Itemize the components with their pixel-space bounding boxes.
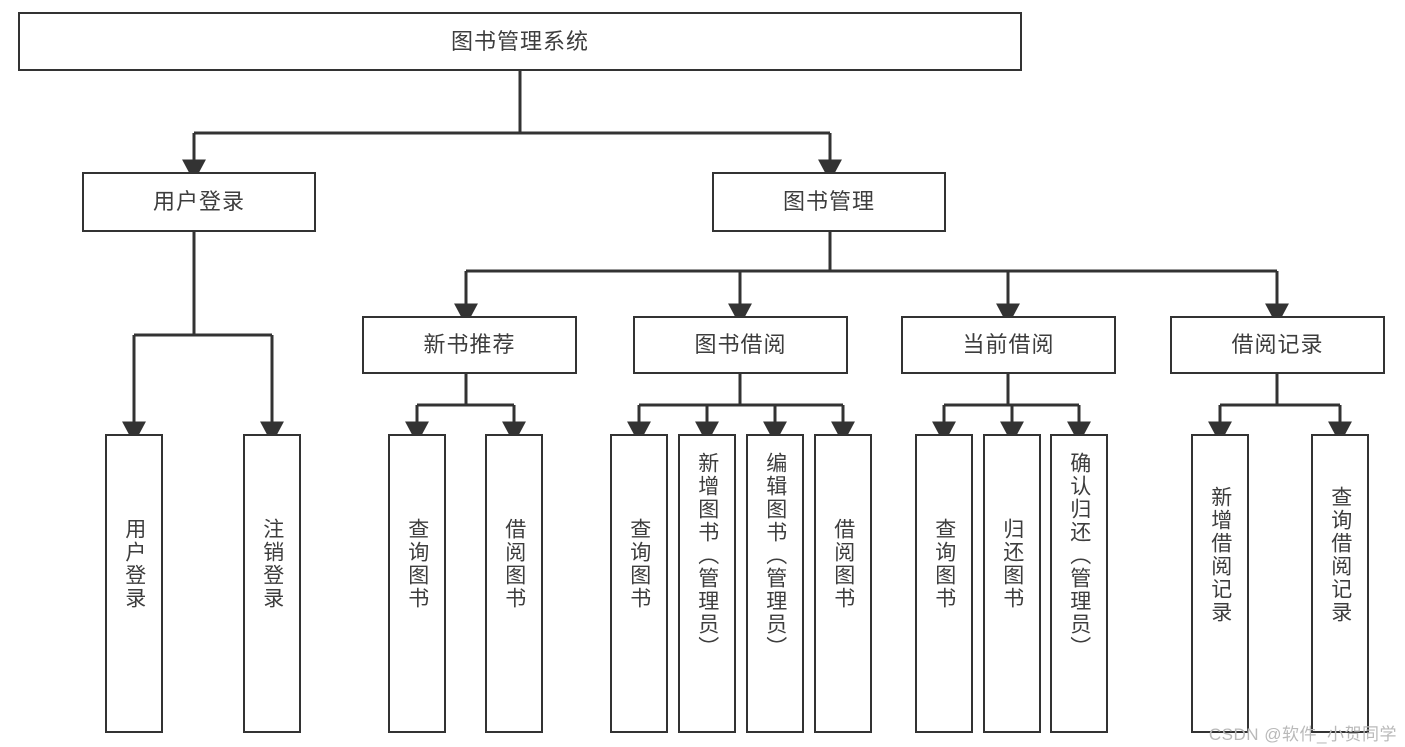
leaf-logout[interactable]: 注销登录 [243, 434, 301, 733]
leaf-query-books-current[interactable]: 查询图书 [915, 434, 973, 733]
node-borrow-records[interactable]: 借阅记录 [1170, 316, 1385, 374]
node-label: 图书管理 [782, 189, 875, 215]
leaf-borrow-books-recommend[interactable]: 借阅图书 [485, 434, 543, 733]
leaf-return-books[interactable]: 归还图书 [983, 434, 1041, 733]
leaf-add-book-admin[interactable]: 新增图书（管理员） [678, 434, 736, 733]
node-label: 编辑图书（管理员） [763, 452, 787, 659]
node-label: 查询图书 [932, 518, 956, 610]
node-label: 注销登录 [260, 518, 284, 610]
node-book-borrow[interactable]: 图书借阅 [633, 316, 848, 374]
node-label: 借阅记录 [1231, 332, 1324, 358]
node-label: 新增图书（管理员） [695, 452, 719, 659]
node-new-book-recommend[interactable]: 新书推荐 [362, 316, 577, 374]
node-label: 用户登录 [152, 189, 245, 215]
node-label: 确认归还（管理员） [1067, 452, 1091, 659]
node-label: 图书管理系统 [450, 28, 589, 54]
leaf-edit-book-admin[interactable]: 编辑图书（管理员） [746, 434, 804, 733]
node-user-login[interactable]: 用户登录 [82, 172, 316, 232]
node-label: 归还图书 [1000, 518, 1024, 610]
leaf-query-borrow-record[interactable]: 查询借阅记录 [1311, 434, 1369, 733]
leaf-user-login[interactable]: 用户登录 [105, 434, 163, 733]
leaf-query-books-recommend[interactable]: 查询图书 [388, 434, 446, 733]
node-book-management[interactable]: 图书管理 [712, 172, 946, 232]
node-label: 查询图书 [405, 518, 429, 610]
node-label: 新书推荐 [423, 332, 516, 358]
csdn-watermark: CSDN @软件_小贺同学 [1208, 725, 1397, 744]
node-label: 用户登录 [122, 518, 146, 610]
node-label: 查询借阅记录 [1328, 486, 1352, 624]
node-label: 图书借阅 [694, 332, 787, 358]
node-label: 当前借阅 [962, 332, 1055, 358]
node-label: 查询图书 [627, 518, 651, 610]
leaf-confirm-return-admin[interactable]: 确认归还（管理员） [1050, 434, 1108, 733]
node-current-borrow[interactable]: 当前借阅 [901, 316, 1116, 374]
leaf-borrow-books-borrow[interactable]: 借阅图书 [814, 434, 872, 733]
leaf-add-borrow-record[interactable]: 新增借阅记录 [1191, 434, 1249, 733]
node-label: 借阅图书 [502, 518, 526, 610]
node-label: 借阅图书 [831, 518, 855, 610]
node-label: 新增借阅记录 [1208, 486, 1232, 624]
node-root-library-system[interactable]: 图书管理系统 [18, 12, 1022, 71]
leaf-query-books-borrow[interactable]: 查询图书 [610, 434, 668, 733]
